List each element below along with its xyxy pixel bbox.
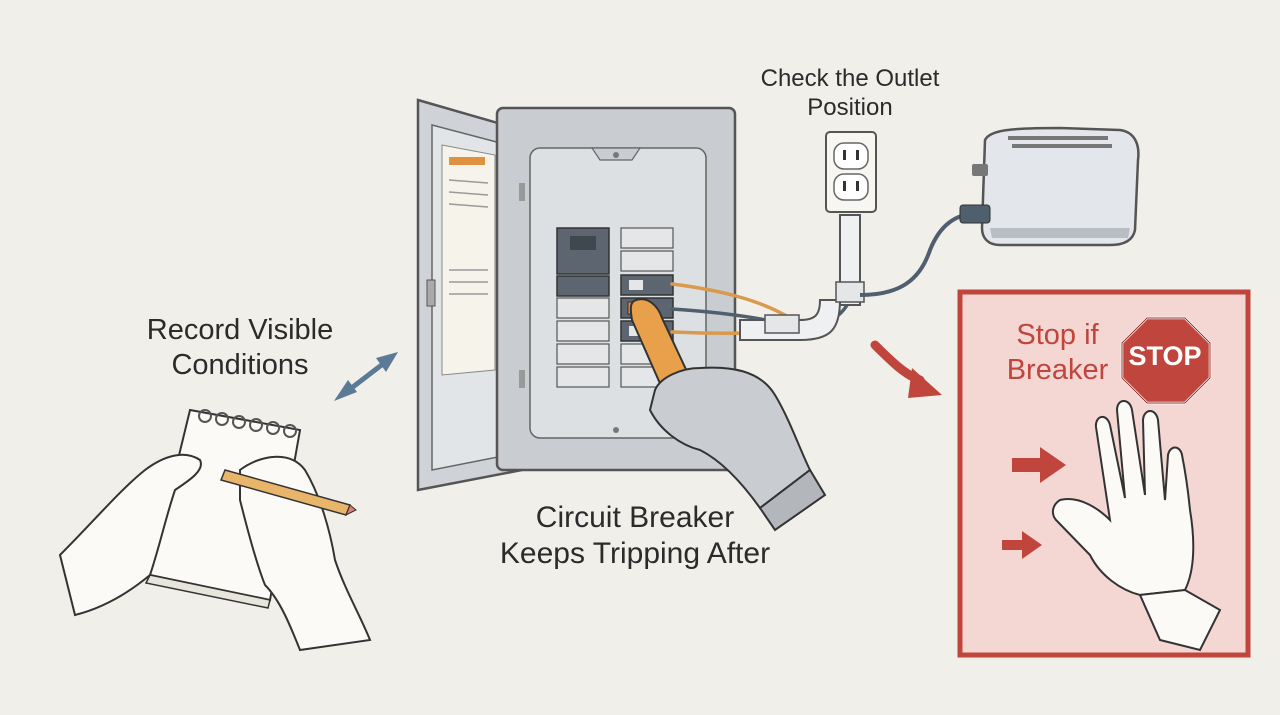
record-label-line-1: Record Visible: [146, 314, 334, 346]
stop-label-line-2: Breaker: [1006, 353, 1109, 386]
toaster-cord: [859, 211, 976, 297]
outlet-label-line-2: Position: [807, 93, 893, 121]
raised-hand-icon: [1052, 400, 1222, 652]
push-arrows: [1002, 447, 1066, 559]
hand-writing-icon: [58, 453, 372, 652]
outlet-icon: [825, 131, 877, 213]
record-label-line-2: Conditions: [171, 348, 309, 381]
conduit-icon: [739, 214, 865, 341]
stop-sign-icon: [1120, 316, 1212, 405]
curved-arrow-icon: [870, 340, 942, 398]
gloved-hand-icon: [629, 298, 827, 532]
breaker-tripping-label: Circuit Breaker Keeps Tripping After: [470, 500, 800, 572]
outlet-label-line-1: Check the Outlet: [760, 65, 940, 92]
breaker-label-line-2: Keeps Tripping After: [499, 537, 771, 570]
stop-sign-text: STOP: [1128, 341, 1202, 371]
stop-if-breaker-label: Stop if Breaker: [995, 318, 1120, 388]
stop-label-line-1: Stop if: [1016, 319, 1099, 351]
pencil-icon: [219, 469, 357, 517]
toaster-icon: [959, 126, 1140, 247]
check-outlet-label: Check the Outlet Position: [745, 65, 955, 123]
record-conditions-label: Record Visible Conditions: [110, 313, 370, 383]
double-arrow-icon: [334, 352, 398, 401]
breaker-label-line-1: Circuit Breaker: [535, 501, 735, 534]
